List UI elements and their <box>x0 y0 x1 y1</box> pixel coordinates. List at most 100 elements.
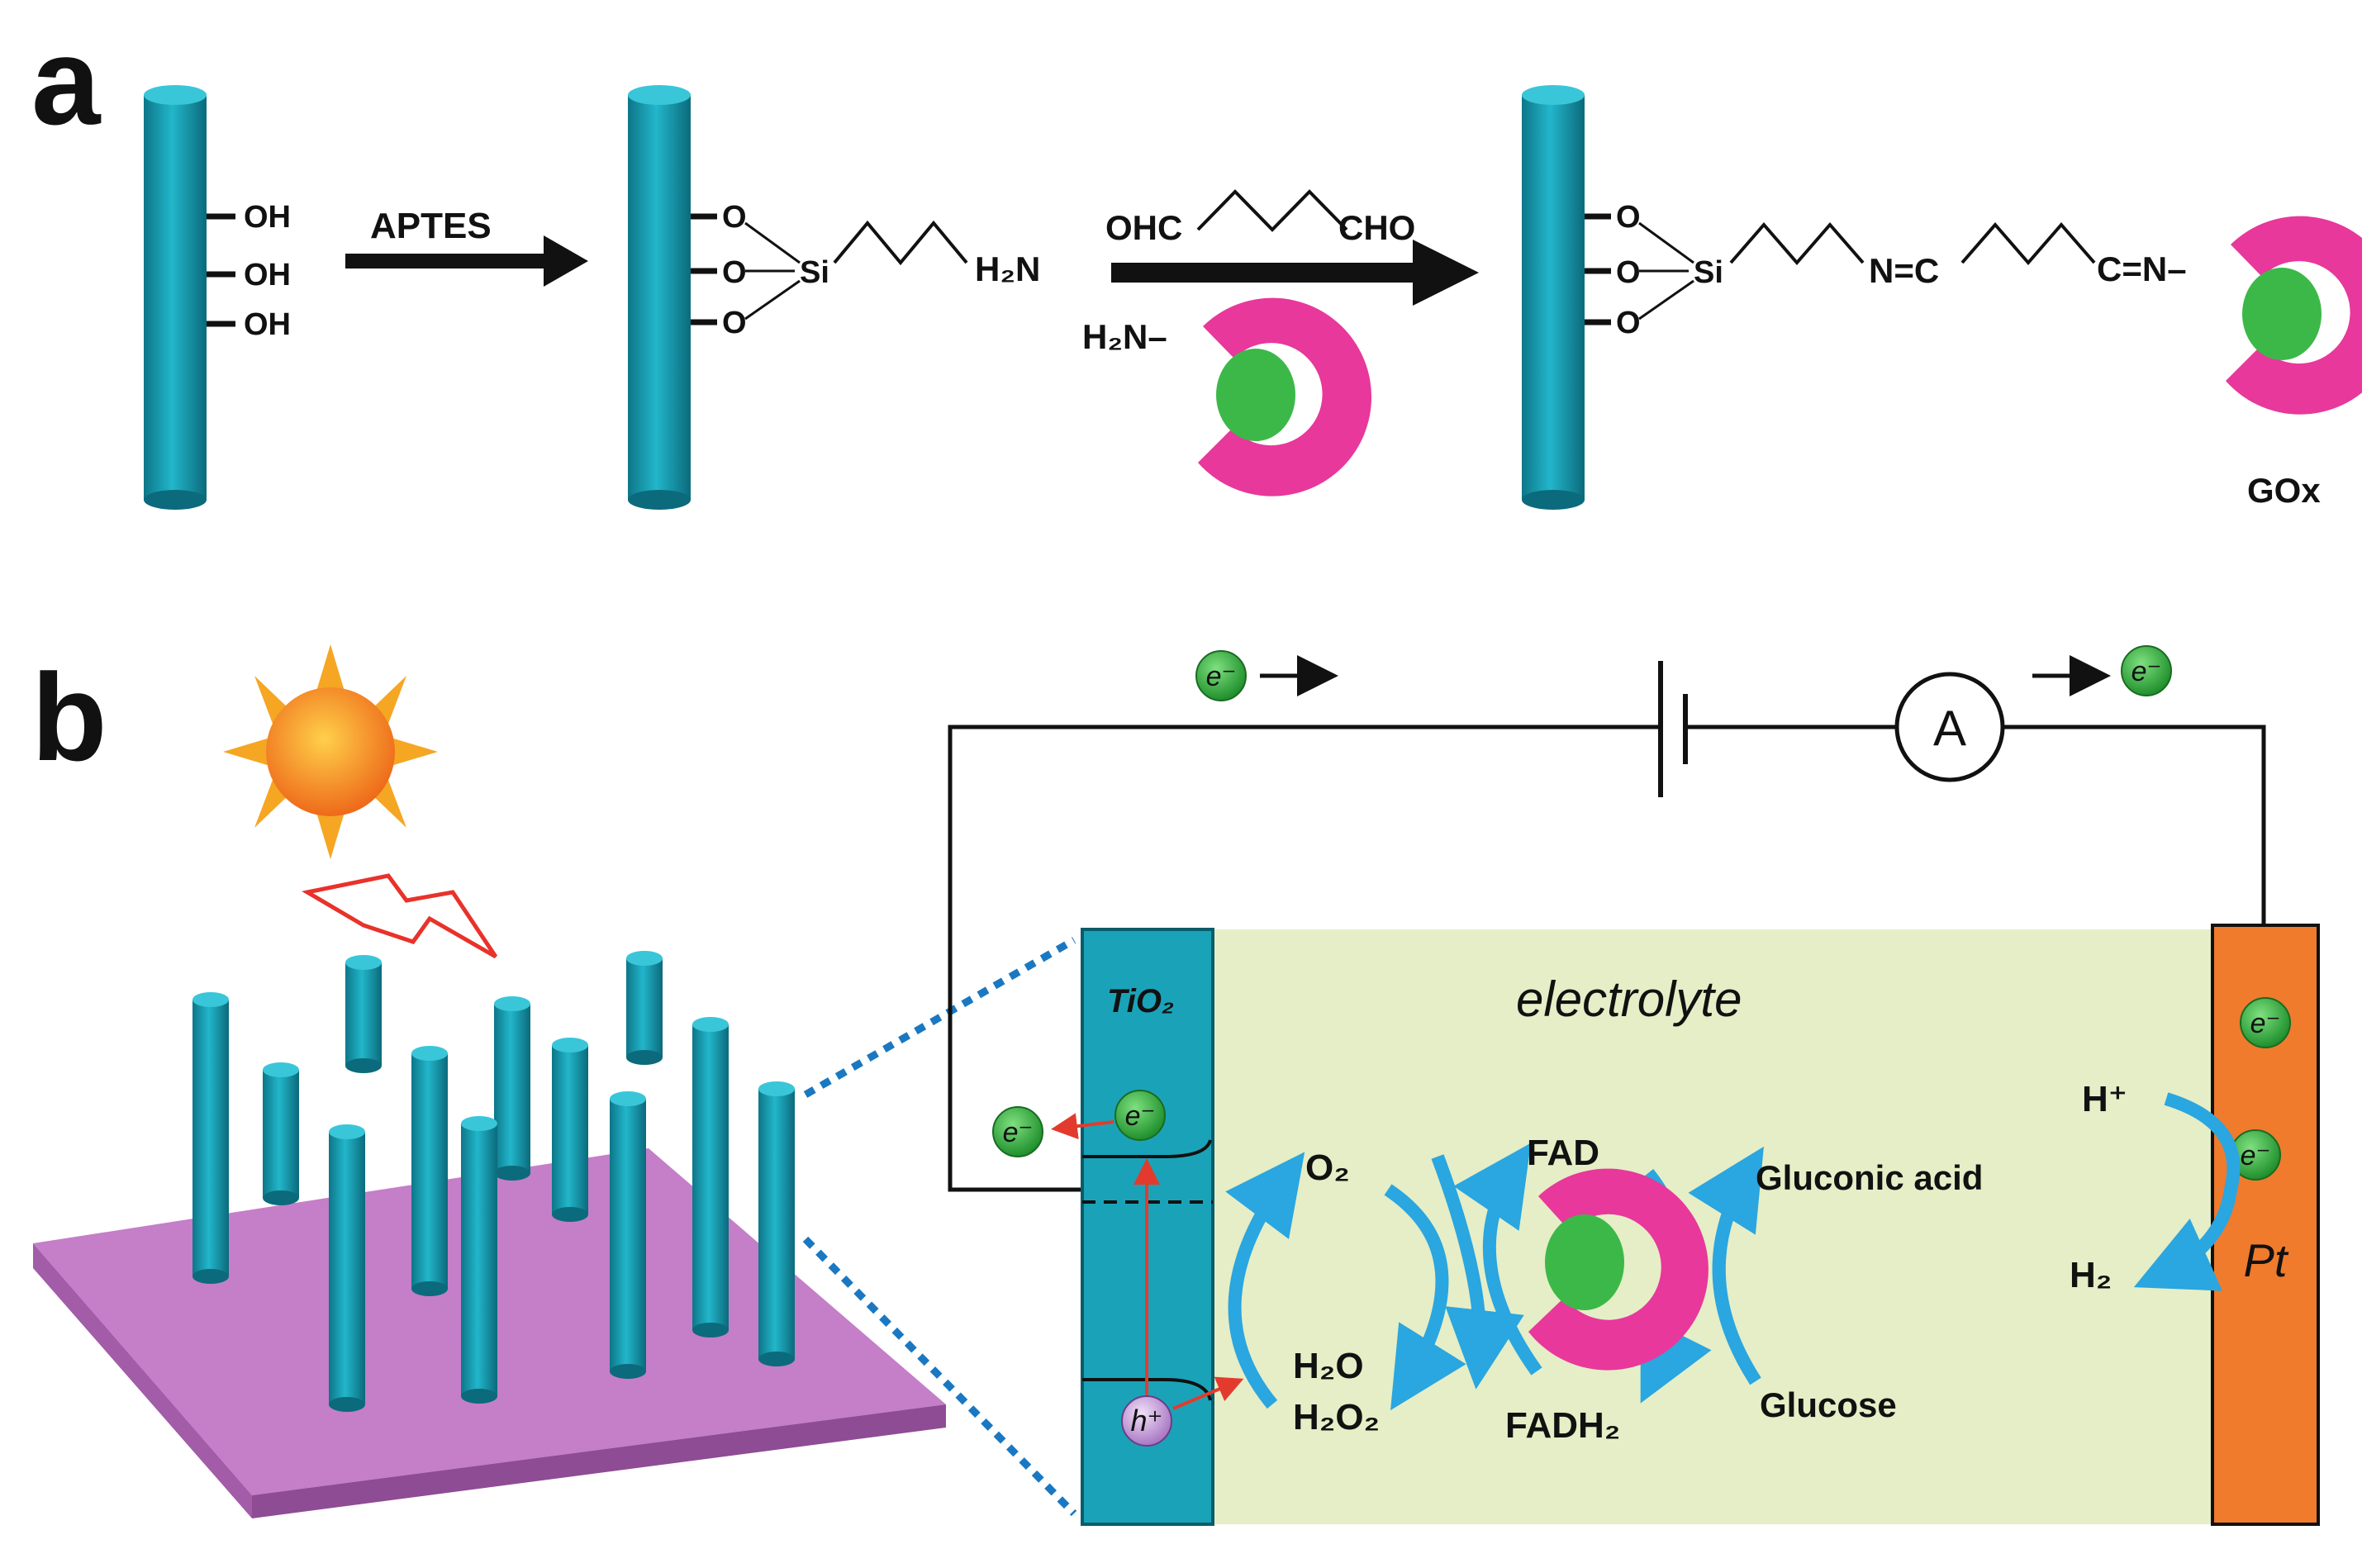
nanorod <box>461 1124 497 1396</box>
sun-icon <box>223 644 438 859</box>
si-label-2: Si <box>1694 255 1723 290</box>
nanorod-base <box>411 1281 448 1296</box>
nanorod-base <box>192 1269 229 1284</box>
nanorod <box>758 1089 795 1359</box>
oh-label-1: OH <box>244 200 291 235</box>
panel-b-label: b <box>31 648 107 786</box>
gluconic-acid-label: Gluconic acid <box>1756 1158 1983 1197</box>
nanorod-base <box>692 1323 729 1338</box>
arrow-aptes <box>345 235 588 287</box>
oh-label-3: OH <box>244 307 291 342</box>
o-label-5: O <box>1616 255 1641 290</box>
nanorod-cap <box>494 996 530 1011</box>
aptes-label: APTES <box>370 206 492 246</box>
nanorod <box>411 1053 448 1289</box>
electron-top-right: e⁻ <box>2121 645 2172 696</box>
nanorod-cap <box>758 1081 795 1096</box>
nanorod <box>329 1132 365 1404</box>
nanorod-cap <box>626 951 663 966</box>
nanorod <box>263 1070 299 1198</box>
nanorod-base <box>329 1397 365 1412</box>
nanorod-cap <box>692 1017 729 1032</box>
fad-label: FAD <box>1527 1133 1599 1173</box>
nanorod-base <box>345 1058 382 1073</box>
hole: h⁺ <box>1121 1395 1172 1447</box>
nanorod-base <box>494 1166 530 1181</box>
h2o-label: H₂O <box>1293 1346 1364 1386</box>
nanorod-base <box>552 1207 588 1222</box>
pt-label: Pt <box>2244 1234 2289 1286</box>
tio2-label: TiO₂ <box>1107 983 1174 1019</box>
h-plus-label: H⁺ <box>2082 1079 2127 1119</box>
svg-text:e⁻: e⁻ <box>1206 661 1237 692</box>
ammeter: A <box>1894 672 2005 782</box>
nanorod-functionalized <box>1522 85 1585 510</box>
nanorod <box>610 1099 646 1371</box>
h-reduction-arrow <box>2133 1092 2241 1291</box>
nanorod <box>192 1000 229 1276</box>
hydroxyl-groups: OH OH OH <box>207 200 291 342</box>
nanorod-cap <box>461 1116 497 1131</box>
glucose-label: Glucose <box>1760 1385 1897 1424</box>
zoom-line-bottom <box>802 1236 1077 1517</box>
electrolyte-label: electrolyte <box>1516 972 1742 1027</box>
oh-label-2: OH <box>244 258 291 292</box>
o-label-6: O <box>1616 306 1641 340</box>
nanorod-base <box>758 1352 795 1366</box>
nanorod-array <box>192 951 795 1412</box>
nanorod <box>345 962 382 1066</box>
electron-pt-1: e⁻ <box>2240 997 2291 1048</box>
svg-text:e⁻: e⁻ <box>2241 1140 2271 1171</box>
svg-text:e⁻: e⁻ <box>2132 656 2162 687</box>
lightning-icon <box>302 873 498 959</box>
gox-label: GOx <box>2247 471 2321 510</box>
imine-label-2: C=N– <box>2097 249 2187 288</box>
enzyme-amine-label: H₂N– <box>1082 317 1167 356</box>
nanorod-cap <box>552 1038 588 1052</box>
nanorod-cap <box>263 1062 299 1077</box>
nanorod-cap <box>329 1124 365 1139</box>
o-label-3: O <box>722 306 747 340</box>
svg-text:e⁻: e⁻ <box>2250 1008 2281 1039</box>
o-label-2: O <box>722 255 747 290</box>
gox-enzyme-bound <box>2226 216 2362 415</box>
svg-text:h⁺: h⁺ <box>1130 1404 1162 1437</box>
electron-extracted: e⁻ <box>992 1106 1043 1157</box>
immobilized-linker: O O O Si N=C C=N– <box>1585 200 2187 340</box>
svg-text:e⁻: e⁻ <box>1003 1117 1034 1148</box>
ammeter-label: A <box>1933 701 1966 756</box>
cho-label: CHO <box>1338 208 1415 247</box>
svg-text:e⁻: e⁻ <box>1125 1100 1156 1132</box>
electron-pt-2: e⁻ <box>2230 1129 2281 1181</box>
nanorod-base <box>610 1364 646 1379</box>
o-label-1: O <box>722 200 747 235</box>
o-label-4: O <box>1616 200 1641 235</box>
nanorod-base <box>626 1050 663 1065</box>
hole-transfer-arrow <box>1172 1376 1244 1410</box>
nanorod <box>626 958 663 1057</box>
nanorod <box>552 1045 588 1214</box>
electron-transfer-arrow <box>1051 1113 1114 1140</box>
nanorod-cap <box>192 992 229 1007</box>
nanorod <box>692 1024 729 1330</box>
panel-a-label: a <box>31 12 102 150</box>
nanorod-cap <box>345 955 382 970</box>
nanorod <box>494 1004 530 1173</box>
si-label: Si <box>800 255 829 290</box>
aptes-linker: O O O Si H₂N <box>691 200 1040 340</box>
arrow-glutaraldehyde <box>1111 240 1479 306</box>
imine-label-1: N=C <box>1869 251 1939 290</box>
nanorod-base <box>461 1389 497 1404</box>
fadh2-label: FADH₂ <box>1505 1405 1620 1446</box>
nanorod-silanized <box>628 85 691 510</box>
h2-label: H₂ <box>2070 1255 2112 1295</box>
gox-enzyme-cell <box>1528 1168 1709 1371</box>
nanorod-bare <box>144 85 207 510</box>
nanorod-base <box>263 1190 299 1205</box>
zoom-line-top <box>803 937 1076 1098</box>
gox-enzyme-free <box>1198 297 1372 497</box>
nanorod-cap <box>411 1046 448 1061</box>
ohc-label: OHC <box>1105 208 1182 247</box>
